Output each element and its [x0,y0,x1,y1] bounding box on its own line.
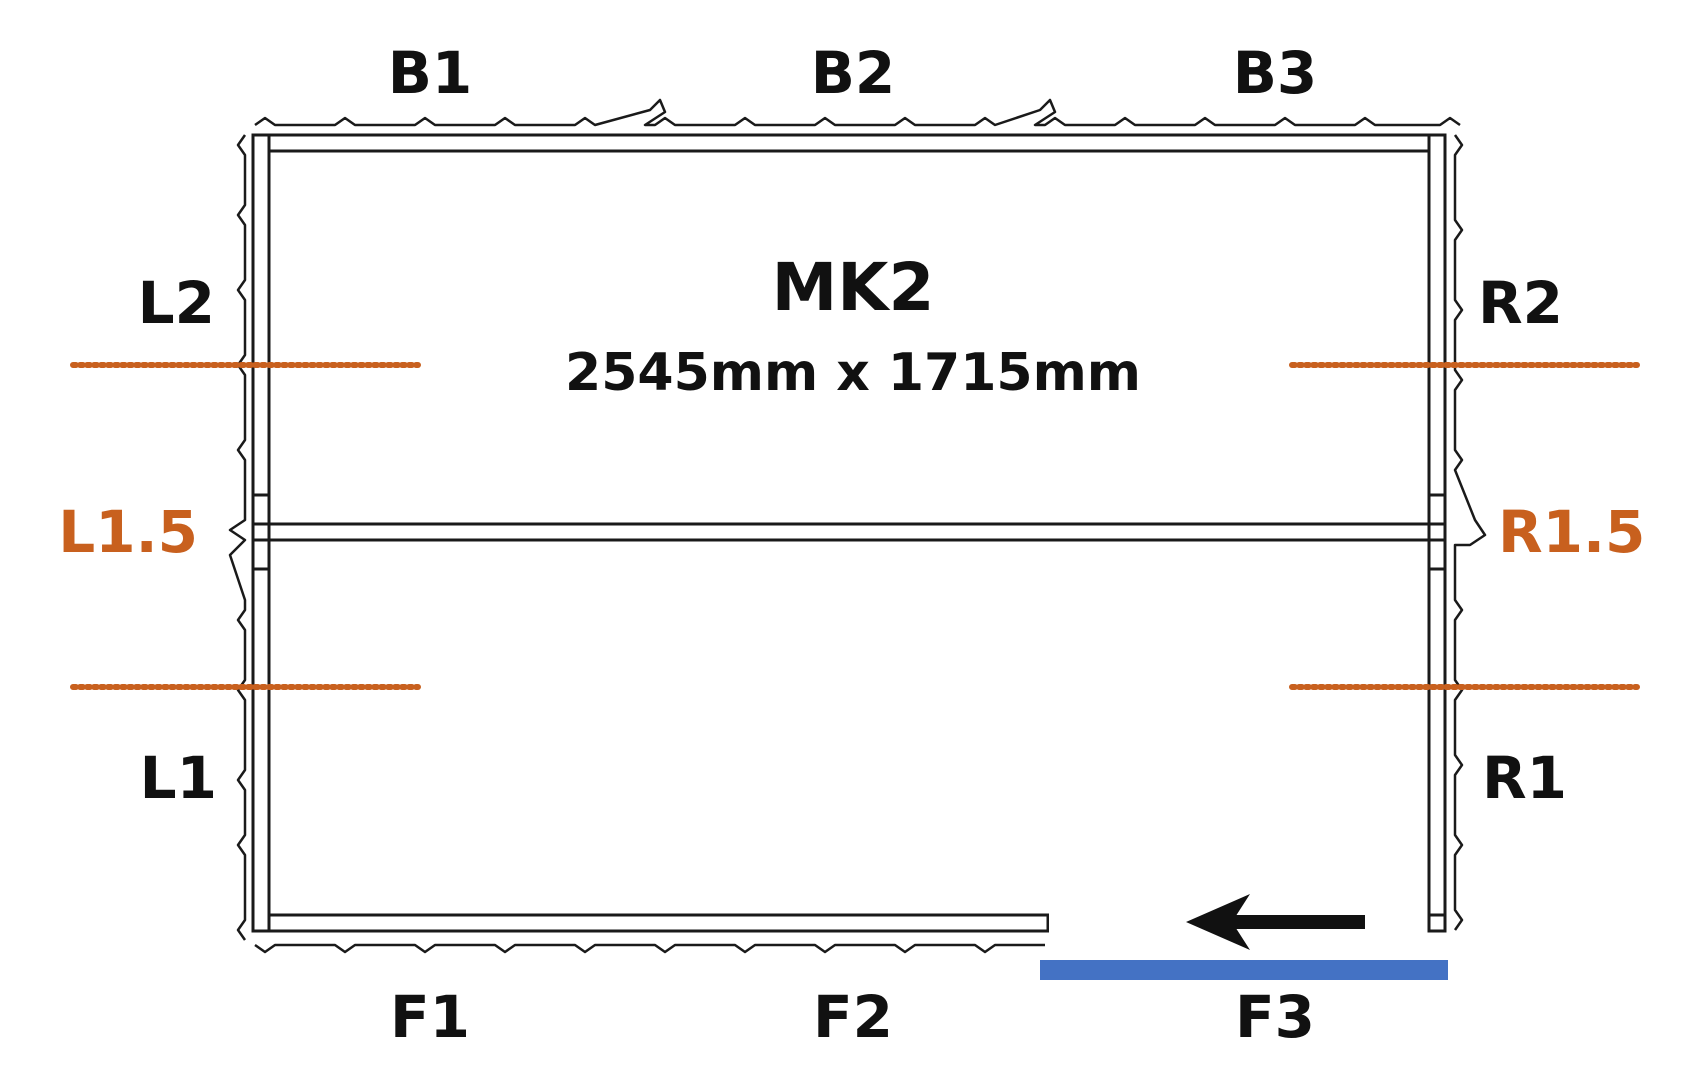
panel-title: MK2 [772,249,935,326]
label-r1: R1 [1482,744,1567,812]
label-b2: B2 [811,39,896,107]
label-f1: F1 [390,983,470,1051]
middle-crossbar [251,522,1447,542]
back-edge-zigzag [254,98,1461,127]
arrow-left-icon [1186,894,1365,950]
right-edge-zigzag [1453,134,1487,931]
label-r1-5: R1.5 [1498,498,1645,566]
label-l2: L2 [138,269,215,337]
label-f2: F2 [813,983,893,1051]
panel-dimensions: 2545mm x 1715mm [565,343,1141,403]
left-edge-zigzag [228,134,247,941]
label-l1: L1 [140,744,217,812]
front-rail-left [251,913,1050,933]
front-edge-zigzag [254,943,1045,954]
right-crossbar-joint [1427,493,1447,571]
front-right-post [1427,913,1447,933]
label-f3: F3 [1235,983,1315,1051]
left-crossbar-joint [251,493,271,571]
label-l1-5: L1.5 [58,498,198,566]
f3-highlight-bar [1040,960,1448,980]
label-b3: B3 [1233,39,1318,107]
back-rail [251,133,1447,153]
label-b1: B1 [388,39,473,107]
label-r2: R2 [1478,269,1563,337]
